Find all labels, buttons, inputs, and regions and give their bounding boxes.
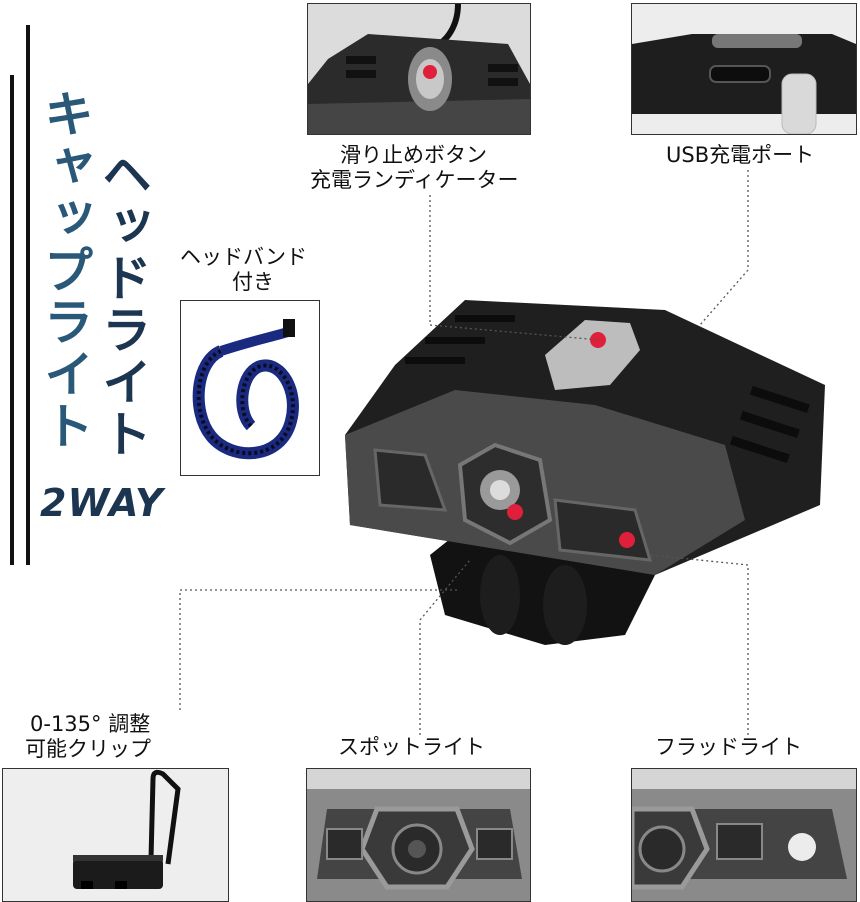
title-head-light: ヘッドライト <box>94 148 152 460</box>
decorative-bar-long <box>10 75 14 565</box>
slide-button-label-line2: 充電ランディケーター <box>310 168 519 192</box>
clip-photo <box>2 768 229 902</box>
spot-light-label: スポットライト <box>338 735 485 759</box>
title-2way: 2WAY <box>40 481 164 525</box>
slide-button-label-line1: 滑り止めボタン <box>340 143 487 167</box>
headband-label-line1: ヘッドバンド <box>180 245 308 269</box>
flood-light-label: フラッドライト <box>655 735 802 759</box>
usb-port-photo <box>631 3 857 135</box>
clip-label-line2: 可能クリップ <box>25 737 151 761</box>
slide-button-photo <box>307 3 531 135</box>
headlamp-main-photo <box>325 295 830 650</box>
title-cap-light: キャップライト <box>36 88 94 452</box>
flood-light-photo <box>631 768 857 902</box>
headband-label-line2: 付き <box>232 270 274 294</box>
decorative-bar-short <box>26 25 30 565</box>
spot-light-photo <box>306 768 531 902</box>
usb-port-label: USB充電ポート <box>666 143 815 167</box>
clip-label-line1: 0-135° 調整 <box>30 712 151 736</box>
headband-photo <box>180 300 320 476</box>
